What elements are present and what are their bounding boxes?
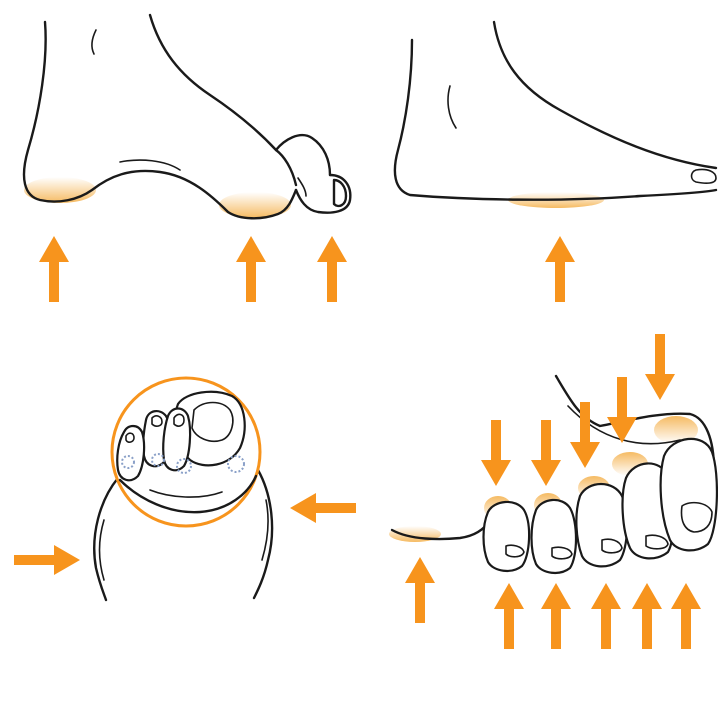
- toe-squeeze-panel: [14, 376, 356, 602]
- toe-arrow-up: [317, 236, 347, 302]
- toe-tip-arrow-up: [671, 583, 701, 649]
- knuckle-arrow-down: [645, 334, 675, 400]
- corn-dot: [121, 455, 135, 469]
- toe-tip-arrow-up: [494, 583, 524, 649]
- ball-arrow-up: [236, 236, 266, 302]
- high-arch-foot-panel: [22, 13, 352, 302]
- knuckle-arrow-down: [481, 420, 511, 486]
- toe-tip-arrow-up: [591, 583, 621, 649]
- flat-foot-panel: [393, 20, 718, 302]
- toe-tip-arrow-up: [541, 583, 571, 649]
- corn-dot: [176, 458, 192, 474]
- knuckle-arrow-down: [607, 377, 637, 443]
- toe-tip-arrow-up: [632, 583, 662, 649]
- knuckle-shade: [654, 416, 698, 444]
- ball-arrow-up: [405, 557, 435, 623]
- flat-foot-icon: [393, 20, 718, 208]
- high-arch-foot-icon: [22, 13, 352, 220]
- sole-arrow-up: [545, 236, 575, 302]
- hammer-toes-panel: [389, 334, 718, 649]
- squeezed-toes-icon: [116, 390, 258, 514]
- corn-dot: [227, 455, 245, 473]
- knuckle-arrow-down: [531, 420, 561, 486]
- corn-dot: [151, 453, 165, 467]
- right-arrow-inward: [290, 493, 356, 523]
- ball-pressure-shade: [219, 192, 291, 218]
- heel-arrow-up: [39, 236, 69, 302]
- hammer-toes-icon: [389, 374, 718, 574]
- forefoot-outline-icon: [93, 468, 274, 602]
- left-arrow-inward: [14, 545, 80, 575]
